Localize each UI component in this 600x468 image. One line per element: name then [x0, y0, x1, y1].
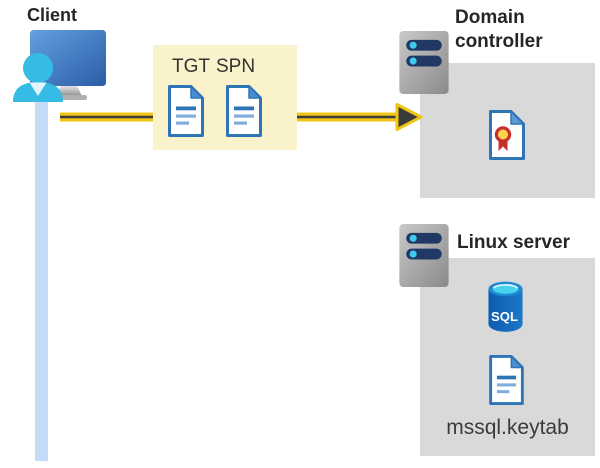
certificate-icon — [488, 110, 526, 160]
tgt-document-icon — [167, 85, 205, 137]
domain-controller-server-icon — [398, 30, 450, 95]
domain-controller-label: Domain controller — [455, 7, 543, 52]
linux-server-icon — [398, 223, 450, 288]
tgt-label: TGT — [172, 56, 210, 77]
keytab-document-icon — [488, 355, 525, 405]
sql-icon-text: SQL — [491, 309, 518, 324]
client-label: Client — [27, 5, 78, 25]
keytab-label: mssql.keytab — [446, 416, 569, 439]
client-vertical-line — [35, 88, 48, 461]
sql-database-icon: SQL — [488, 281, 523, 332]
ticket-box: TGT SPN — [153, 45, 297, 150]
spn-document-icon — [225, 85, 263, 137]
client-computer-icon — [13, 30, 106, 102]
linux-server-label: Linux server — [457, 232, 570, 253]
spn-label: SPN — [216, 56, 256, 77]
